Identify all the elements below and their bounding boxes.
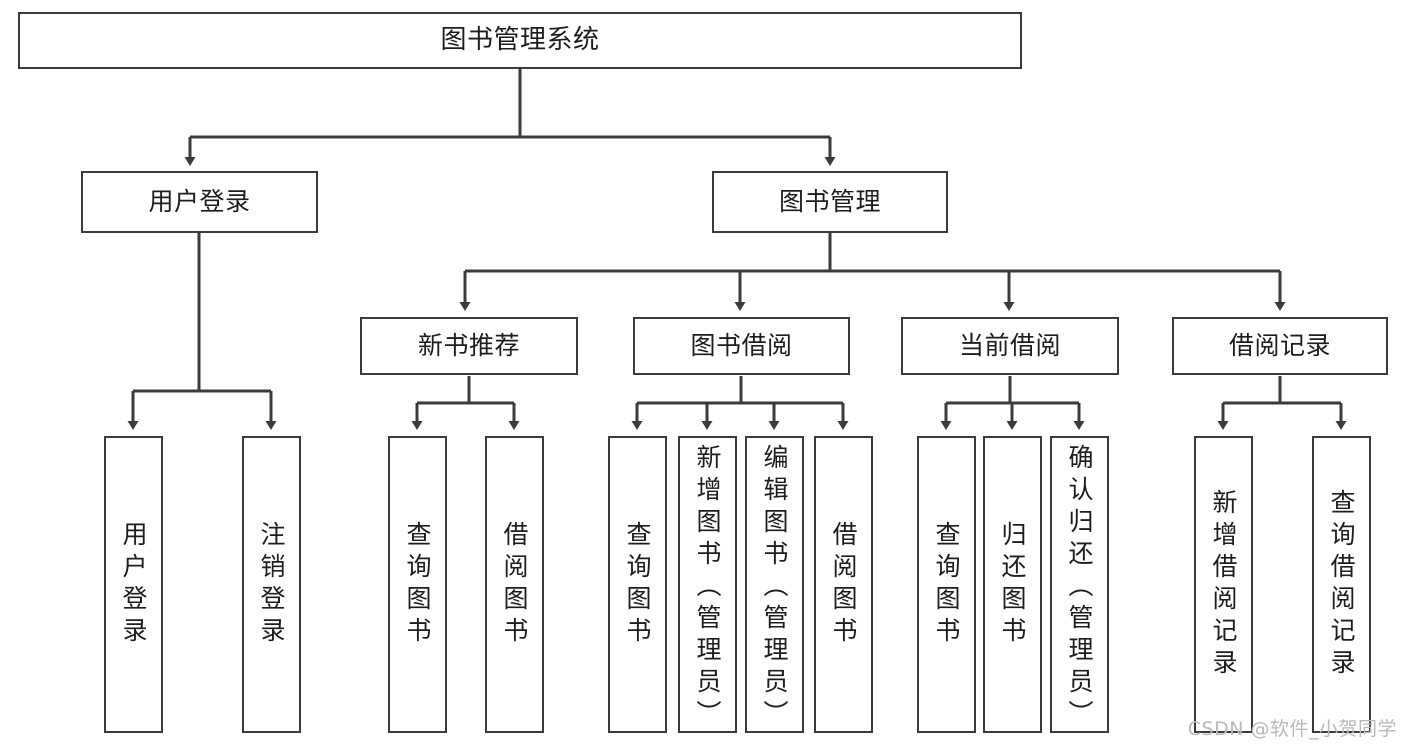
node-label: 新增借阅记录 — [1209, 488, 1238, 681]
node-book-management[interactable]: 图书管理 — [712, 171, 948, 233]
node-label: 借阅图书 — [500, 520, 529, 649]
node-label: 借阅记录 — [1228, 331, 1331, 361]
watermark-text: CSDN @软件_小贺同学 — [1187, 718, 1397, 740]
node-label: 注销登录 — [257, 520, 286, 649]
node-current-borrow[interactable]: 当前借阅 — [901, 317, 1119, 375]
node-label: 新书推荐 — [417, 331, 520, 361]
node-label: 确认归还（管理员） — [1065, 444, 1094, 732]
node-label: 编辑图书（管理员） — [760, 444, 789, 732]
node-label: 图书借阅 — [690, 331, 793, 361]
node-label: 查询图书 — [932, 520, 961, 649]
leaf-book-borrow-borrow[interactable]: 借阅图书 — [814, 436, 873, 733]
node-new-book-recommend[interactable]: 新书推荐 — [360, 317, 578, 375]
node-label: 归还图书 — [998, 520, 1027, 649]
leaf-new-book-borrow[interactable]: 借阅图书 — [485, 436, 544, 733]
node-label: 当前借阅 — [958, 331, 1061, 361]
node-user-login[interactable]: 用户登录 — [81, 171, 318, 233]
leaf-book-borrow-add[interactable]: 新增图书（管理员） — [678, 436, 737, 733]
node-borrow-record[interactable]: 借阅记录 — [1172, 317, 1388, 375]
leaf-current-borrow-query[interactable]: 查询图书 — [917, 436, 976, 733]
leaf-user-login-logout[interactable]: 注销登录 — [242, 436, 301, 733]
leaf-book-borrow-query[interactable]: 查询图书 — [608, 436, 667, 733]
leaf-current-borrow-confirm-return[interactable]: 确认归还（管理员） — [1050, 436, 1109, 733]
node-label: 图书管理 — [778, 187, 881, 217]
node-label: 查询图书 — [623, 520, 652, 649]
leaf-book-borrow-edit[interactable]: 编辑图书（管理员） — [745, 436, 804, 733]
leaf-borrow-record-query[interactable]: 查询借阅记录 — [1312, 436, 1371, 733]
leaf-borrow-record-add[interactable]: 新增借阅记录 — [1194, 436, 1253, 733]
node-book-borrow[interactable]: 图书借阅 — [633, 317, 850, 375]
node-label: 用户登录 — [148, 187, 251, 217]
node-label: 查询图书 — [403, 520, 432, 649]
leaf-user-login-login[interactable]: 用户登录 — [104, 436, 163, 733]
node-label: 借阅图书 — [829, 520, 858, 649]
leaf-new-book-query[interactable]: 查询图书 — [388, 436, 447, 733]
node-root-system[interactable]: 图书管理系统 — [18, 12, 1022, 69]
node-label: 查询借阅记录 — [1327, 488, 1356, 681]
node-label: 图书管理系统 — [440, 25, 600, 56]
leaf-current-borrow-return[interactable]: 归还图书 — [983, 436, 1042, 733]
node-label: 用户登录 — [119, 520, 148, 649]
node-label: 新增图书（管理员） — [693, 444, 722, 732]
